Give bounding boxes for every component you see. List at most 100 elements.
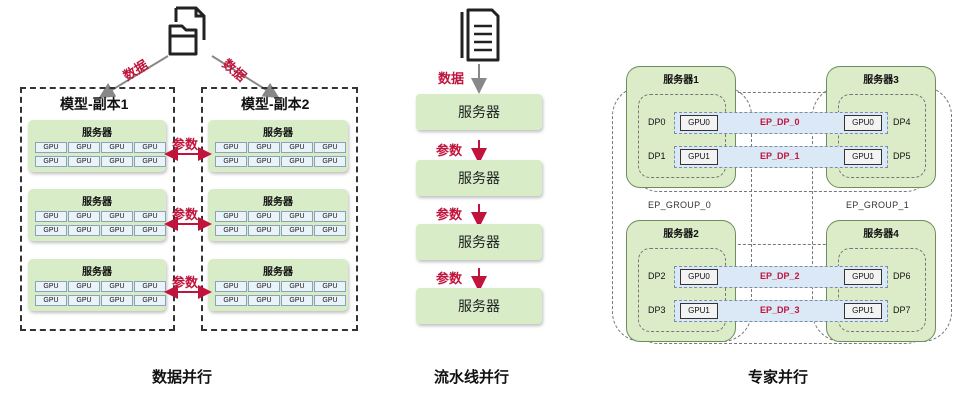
- pipeline-params-label: 参数: [436, 207, 463, 222]
- ep-server-title: 服务器4: [863, 229, 899, 240]
- ep-dp-band: [674, 266, 888, 288]
- data-arrows: [98, 55, 280, 99]
- gpu-chip: GPU: [68, 225, 100, 236]
- dp-label: DP2: [648, 271, 666, 281]
- params-label: 参数: [172, 207, 199, 222]
- gpu-chip: GPU: [248, 225, 280, 236]
- gpu-chip: GPU: [101, 281, 133, 292]
- gpu-chip: GPU: [215, 295, 247, 306]
- ep-gpu: GPU0: [844, 115, 882, 131]
- gpu-chip: GPU: [68, 281, 100, 292]
- gpu-chip: GPU: [314, 281, 346, 292]
- gpu-chip: GPU: [281, 211, 313, 222]
- gpu-chip: GPU: [281, 281, 313, 292]
- params-label: 参数: [172, 137, 199, 152]
- ep-dp-band: [674, 112, 888, 134]
- dp-label: DP7: [893, 305, 911, 315]
- gpu-chip: GPU: [281, 156, 313, 167]
- ep-inner-box: [838, 94, 926, 178]
- replica-1-box: [20, 87, 175, 331]
- dp-label: DP1: [648, 151, 666, 161]
- gpu-chip: GPU: [215, 225, 247, 236]
- pipeline-params-label: 参数: [436, 143, 463, 158]
- params-arrows: [164, 147, 212, 299]
- gpu-chip: GPU: [314, 142, 346, 153]
- server-title: 服务器: [82, 128, 112, 139]
- document-icon: [460, 8, 500, 62]
- pipeline-data-label: 数据: [438, 71, 465, 86]
- gpu-chip: GPU: [101, 295, 133, 306]
- ep-dp-label: EP_DP_0: [760, 117, 800, 127]
- dp-label: DP5: [893, 151, 911, 161]
- gpu-chip: GPU: [281, 295, 313, 306]
- ep-group-label: EP_GROUP_0: [648, 200, 712, 210]
- gpu-chip: GPU: [281, 225, 313, 236]
- gpu-chip: GPU: [215, 211, 247, 222]
- dp-label: DP0: [648, 117, 666, 127]
- gpu-chip: GPU: [35, 142, 67, 153]
- ep-gpu: GPU1: [680, 303, 718, 319]
- ep-server-title: 服务器2: [663, 229, 699, 240]
- server-title: 服务器: [263, 128, 293, 139]
- ep-server-title: 服务器1: [663, 75, 699, 86]
- server-title: 服务器: [263, 197, 293, 208]
- gpu-chip: GPU: [35, 211, 67, 222]
- gpu-chip: GPU: [68, 295, 100, 306]
- gpu-chip: GPU: [68, 156, 100, 167]
- pipeline-server-4: 服务器: [416, 288, 542, 324]
- ep-inner-box: [638, 248, 726, 332]
- gpu-chip: GPU: [248, 281, 280, 292]
- gpu-chip: GPU: [215, 142, 247, 153]
- ep-server-title: 服务器3: [863, 75, 899, 86]
- gpu-chip: GPU: [101, 211, 133, 222]
- gpu-chip: GPU: [68, 142, 100, 153]
- pipeline-server-2: 服务器: [416, 160, 542, 196]
- gpu-chip: GPU: [314, 295, 346, 306]
- replica-2-title: 模型-副本2: [241, 96, 310, 112]
- replica-2-box: [201, 87, 358, 331]
- gpu-chip: GPU: [248, 211, 280, 222]
- ep-dp-label: EP_DP_3: [760, 305, 800, 315]
- ep-gpu: GPU1: [844, 303, 882, 319]
- ep-group-label: EP_GROUP_1: [846, 200, 910, 210]
- gpu-chip: GPU: [215, 281, 247, 292]
- gpu-chip: GPU: [134, 211, 166, 222]
- ep-dp-band: [674, 146, 888, 168]
- gpu-chip: GPU: [68, 211, 100, 222]
- dp-label: DP6: [893, 271, 911, 281]
- gpu-chip: GPU: [35, 156, 67, 167]
- ep-gpu: GPU0: [680, 269, 718, 285]
- server-title: 服务器: [263, 267, 293, 278]
- pipeline-caption: 流水线并行: [434, 369, 510, 386]
- gpu-chip: GPU: [35, 225, 67, 236]
- gpu-chip: GPU: [35, 281, 67, 292]
- expert-caption: 专家并行: [748, 369, 809, 386]
- dp-label: DP4: [893, 117, 911, 127]
- gpu-chip: GPU: [134, 156, 166, 167]
- ep-gpu: GPU0: [680, 115, 718, 131]
- data-parallel-caption: 数据并行: [152, 369, 213, 386]
- gpu-chip: GPU: [248, 142, 280, 153]
- gpu-chip: GPU: [248, 156, 280, 167]
- pipeline-server-1: 服务器: [416, 94, 542, 130]
- gpu-chip: GPU: [101, 142, 133, 153]
- ep-gpu: GPU1: [844, 149, 882, 165]
- gpu-chip: GPU: [314, 211, 346, 222]
- server-title: 服务器: [82, 267, 112, 278]
- pipeline-server-3: 服务器: [416, 224, 542, 260]
- dp-label: DP3: [648, 305, 666, 315]
- replica-1-title: 模型-副本1: [60, 96, 129, 112]
- gpu-chip: GPU: [101, 225, 133, 236]
- server-title: 服务器: [82, 197, 112, 208]
- ep-inner-box: [838, 248, 926, 332]
- ep-dp-band: [674, 300, 888, 322]
- ep-dp-label: EP_DP_2: [760, 271, 800, 281]
- params-label: 参数: [172, 275, 199, 290]
- ep-gpu: GPU1: [680, 149, 718, 165]
- ep-gpu: GPU0: [844, 269, 882, 285]
- ep-inner-box: [638, 94, 726, 178]
- pipeline-arrows: [471, 64, 487, 292]
- gpu-chip: GPU: [35, 295, 67, 306]
- gpu-chip: GPU: [134, 295, 166, 306]
- folder-document-icon: [168, 6, 206, 56]
